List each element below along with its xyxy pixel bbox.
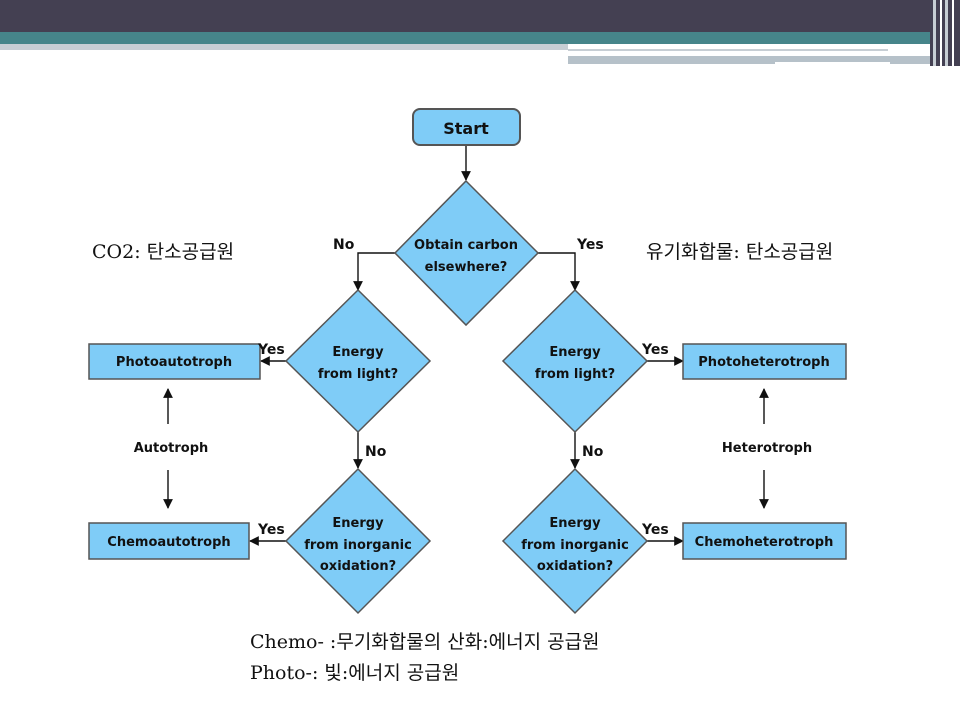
decision-energy-inorganic-right-line2: from inorganic <box>521 538 629 553</box>
decision-energy-inorganic-left-line3: oxidation? <box>320 559 396 574</box>
decision-obtain-carbon: Obtain carbon elsewhere? <box>393 179 540 327</box>
decor-line <box>568 49 888 51</box>
decision-energy-light-right-line1: Energy <box>549 345 601 360</box>
decor-vertical-lines <box>930 0 960 66</box>
result-photoheterotroph-label: Photoheterotroph <box>698 355 829 370</box>
edge-label-yes-top: Yes <box>576 237 604 253</box>
title-bar-grey-strip <box>0 44 568 50</box>
decision-energy-light-left-line2: from light? <box>318 367 398 382</box>
start-node: Start <box>412 108 521 146</box>
result-photoautotroph-label: Photoautotroph <box>116 355 232 370</box>
edge-label-yes-chemoautotroph: Yes <box>257 522 285 538</box>
decision-obtain-carbon-line1: Obtain carbon <box>414 238 518 253</box>
result-photoheterotroph: Photoheterotroph <box>682 343 847 380</box>
start-label: Start <box>443 119 489 138</box>
decision-obtain-carbon-line2: elsewhere? <box>425 260 508 275</box>
group-label-heterotroph: Heterotroph <box>722 441 812 456</box>
note-photo-definition: Photo-: 빛:에너지 공급원 <box>250 662 459 684</box>
decor-bar <box>568 56 948 64</box>
title-bar-dark <box>0 0 960 32</box>
result-chemoheterotroph-label: Chemoheterotroph <box>695 535 834 550</box>
decision-energy-inorganic-right-line3: oxidation? <box>537 559 613 574</box>
result-chemoautotroph-label: Chemoautotroph <box>107 535 230 550</box>
decision-energy-inorganic-right: Energy from inorganic oxidation? <box>501 467 649 615</box>
decor-line-white <box>775 62 890 64</box>
decision-energy-inorganic-left: Energy from inorganic oxidation? <box>284 467 432 615</box>
decision-energy-inorganic-left-line1: Energy <box>332 516 384 531</box>
edge-label-yes-photoautotroph: Yes <box>257 342 285 358</box>
arrow-carbon-no <box>353 252 395 291</box>
decision-energy-light-right: Energy from light? <box>501 288 649 434</box>
decision-energy-light-left-line1: Energy <box>332 345 384 360</box>
title-bar-teal-strip <box>0 32 960 44</box>
decision-energy-light-right-line2: from light? <box>535 367 615 382</box>
edge-label-yes-photoheterotroph: Yes <box>641 342 669 358</box>
note-co2-carbon-source: CO2: 탄소공급원 <box>92 241 234 263</box>
result-chemoautotroph: Chemoautotroph <box>88 522 250 560</box>
connectors <box>163 144 769 546</box>
edge-label-no-right: No <box>582 444 604 460</box>
result-chemoheterotroph: Chemoheterotroph <box>682 522 847 560</box>
result-photoautotroph: Photoautotroph <box>88 343 261 380</box>
note-organic-carbon-source: 유기화합물: 탄소공급원 <box>646 241 833 263</box>
edge-label-yes-chemoheterotroph: Yes <box>641 522 669 538</box>
edge-label-no-left: No <box>365 444 387 460</box>
note-chemo-definition: Chemo- :무기화합물의 산화:에너지 공급원 <box>250 631 600 653</box>
arrow-carbon-yes <box>538 252 580 291</box>
decision-energy-inorganic-left-line2: from inorganic <box>304 538 412 553</box>
group-label-autotroph: Autotroph <box>134 441 209 456</box>
decision-energy-inorganic-right-line1: Energy <box>549 516 601 531</box>
edge-label-no-top: No <box>333 237 355 253</box>
decision-energy-light-left: Energy from light? <box>284 288 432 434</box>
